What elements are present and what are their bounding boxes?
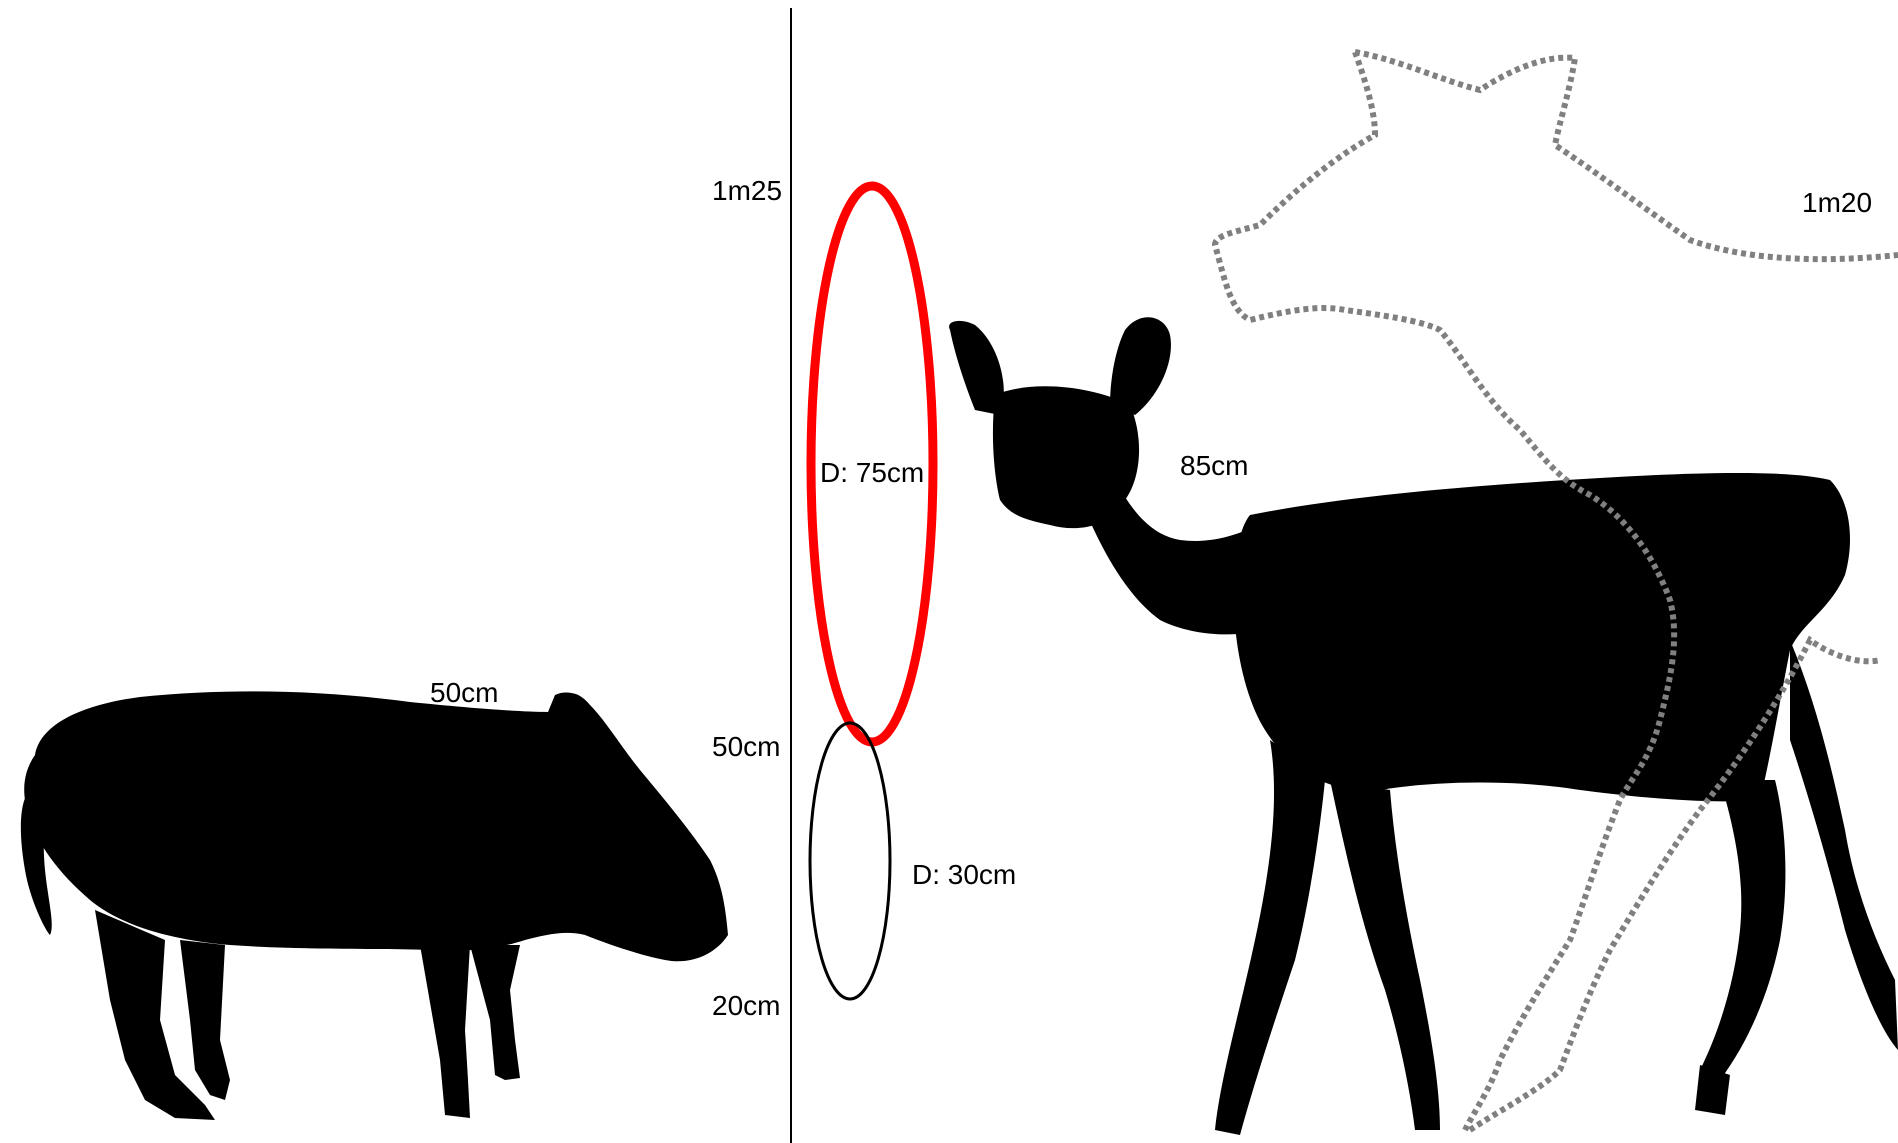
height-label-middle: 50cm <box>712 731 780 762</box>
height-label-bottom: 20cm <box>712 990 780 1021</box>
diameter-label-large: D: 75cm <box>820 457 924 488</box>
boar-height-label: 50cm <box>430 677 498 708</box>
height-label-top: 1m25 <box>712 175 782 206</box>
diameter-label-small: D: 30cm <box>912 859 1016 890</box>
deer-height-label: 85cm <box>1180 450 1248 481</box>
outline-height-label: 1m20 <box>1802 187 1872 218</box>
